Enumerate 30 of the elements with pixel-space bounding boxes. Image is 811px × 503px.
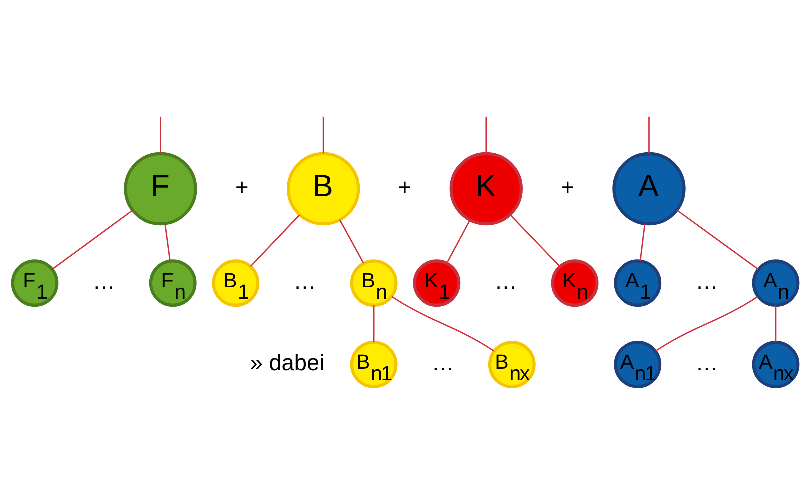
label: … [294, 268, 316, 294]
node-circle: B [286, 152, 360, 226]
connector [160, 116, 162, 154]
connector [486, 116, 488, 154]
label: … [696, 268, 718, 294]
node-circle: K [450, 152, 523, 226]
node-circle: A [612, 152, 686, 226]
label: … [494, 268, 518, 294]
connector [392, 296, 495, 352]
connector [648, 116, 650, 154]
label: … [92, 268, 116, 294]
connector [250, 214, 300, 268]
connector [775, 306, 777, 342]
connector [676, 210, 759, 270]
connector [510, 214, 560, 268]
connector [164, 224, 171, 262]
label: » dabei [250, 349, 325, 376]
node-circle: F [124, 152, 198, 226]
connector [340, 220, 364, 264]
connector [640, 224, 646, 262]
connector [446, 220, 471, 264]
connector [373, 306, 375, 342]
label: … [696, 349, 718, 376]
connector [52, 210, 134, 270]
connector [656, 296, 758, 352]
connector [322, 116, 324, 154]
label: + [398, 174, 412, 200]
label: + [561, 174, 574, 200]
label: … [432, 349, 454, 376]
label: + [236, 174, 249, 200]
